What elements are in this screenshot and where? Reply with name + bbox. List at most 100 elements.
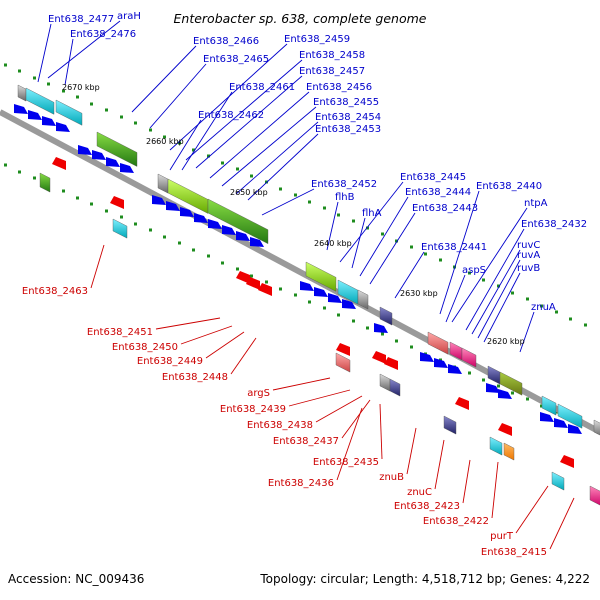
reverse-gene-label: Ent638_2437 — [273, 436, 339, 447]
leader-line — [195, 75, 303, 169]
gene-block — [593, 419, 600, 436]
forward-gene-arrow — [448, 364, 462, 374]
tick-mark — [395, 339, 398, 343]
forward-gene-arrow — [42, 116, 56, 126]
reverse-gene-label: Ent638_2438 — [247, 420, 313, 431]
reverse-gene-label: Ent638_2415 — [481, 547, 547, 558]
tick-mark — [4, 163, 7, 167]
tick-mark — [555, 310, 558, 314]
reverse-gene-label: Ent638_2463 — [22, 286, 88, 297]
gene-block — [461, 347, 477, 368]
forward-gene-label: Ent638_2456 — [306, 82, 372, 93]
tick-mark — [526, 397, 529, 401]
forward-gene-label: Ent638_2476 — [70, 29, 136, 40]
tick-mark — [207, 154, 210, 158]
leader-line — [515, 485, 549, 534]
gene-block — [39, 172, 51, 193]
gene-block — [207, 198, 269, 245]
leader-line — [205, 331, 245, 359]
reverse-gene-label: Ent638_2436 — [268, 478, 334, 489]
forward-gene-arrow — [14, 104, 28, 114]
forward-gene-arrow — [92, 150, 106, 160]
leader-line — [180, 325, 233, 345]
forward-gene-label: Ent638_2444 — [405, 187, 471, 198]
gene-block — [379, 373, 391, 392]
forward-gene-arrow — [328, 293, 342, 303]
forward-gene-label: Ent638_2453 — [315, 124, 381, 135]
tick-mark — [279, 287, 282, 291]
leader-line — [315, 395, 363, 423]
leader-line — [434, 439, 445, 490]
reverse-gene-label: Ent638_2422 — [423, 516, 489, 527]
tick-mark — [236, 267, 239, 271]
leader-line — [451, 207, 528, 323]
tick-mark — [221, 261, 224, 265]
tick-mark — [482, 278, 485, 282]
tick-mark — [294, 193, 297, 197]
tick-mark — [105, 108, 108, 112]
tick-mark — [497, 284, 500, 288]
forward-gene-arrow — [540, 412, 554, 422]
leader-line — [169, 119, 202, 171]
tick-mark — [149, 128, 152, 132]
forward-gene-arrow — [236, 231, 250, 241]
tick-mark — [207, 254, 210, 258]
tick-mark — [279, 187, 282, 191]
forward-gene-label: znuA — [531, 302, 556, 313]
tick-mark — [33, 176, 36, 180]
tick-mark — [18, 170, 21, 174]
leader-line — [439, 190, 480, 315]
forward-gene-arrow — [180, 207, 194, 217]
forward-gene-arrow — [78, 145, 92, 155]
tick-mark — [105, 209, 108, 213]
leader-line — [341, 399, 371, 439]
tick-mark — [352, 319, 355, 323]
forward-gene-label: Ent638_2443 — [412, 203, 478, 214]
tick-mark — [90, 202, 93, 206]
gene-block — [112, 218, 128, 239]
gene-block — [25, 87, 55, 115]
reverse-gene-label: Ent638_2451 — [87, 327, 153, 338]
gene-block — [589, 485, 600, 506]
reverse-gene-arrow — [336, 343, 350, 356]
forward-gene-arrow — [300, 281, 314, 291]
leader-line — [519, 311, 535, 353]
leader-line — [272, 377, 331, 391]
kbp-label: 2640 kbp — [314, 239, 352, 248]
forward-gene-label: ruvA — [517, 250, 540, 261]
tick-mark — [424, 252, 427, 256]
tick-mark — [584, 323, 587, 327]
forward-gene-label: Ent638_2458 — [299, 50, 365, 61]
forward-gene-arrow — [152, 195, 166, 205]
tick-mark — [366, 226, 369, 230]
reverse-gene-arrow — [384, 357, 398, 370]
forward-gene-label: flhA — [362, 208, 382, 219]
gene-block — [551, 471, 565, 491]
forward-gene-label: Ent638_2432 — [521, 219, 587, 230]
reverse-gene-label: Ent638_2439 — [220, 404, 286, 415]
gene-block — [389, 378, 401, 397]
tick-mark — [337, 213, 340, 217]
reverse-gene-arrow — [236, 271, 250, 284]
tick-mark — [178, 141, 181, 145]
gene-block — [167, 178, 209, 214]
leader-line — [477, 259, 521, 339]
tick-mark — [4, 63, 7, 67]
leader-line — [336, 407, 363, 481]
forward-gene-arrow — [342, 299, 356, 309]
forward-gene-label: aspS — [462, 265, 486, 276]
leader-line — [90, 244, 105, 289]
forward-gene-arrow — [420, 352, 434, 362]
gene-block — [157, 173, 169, 194]
reverse-gene-label: Ent638_2448 — [162, 372, 228, 383]
tick-mark — [381, 332, 384, 336]
forward-gene-arrow — [486, 383, 500, 393]
tick-mark — [120, 115, 123, 119]
gene-block — [357, 289, 369, 310]
reverse-gene-arrow — [498, 423, 512, 436]
leader-line — [483, 272, 521, 343]
gene-block — [335, 352, 351, 373]
tick-mark — [540, 304, 543, 308]
